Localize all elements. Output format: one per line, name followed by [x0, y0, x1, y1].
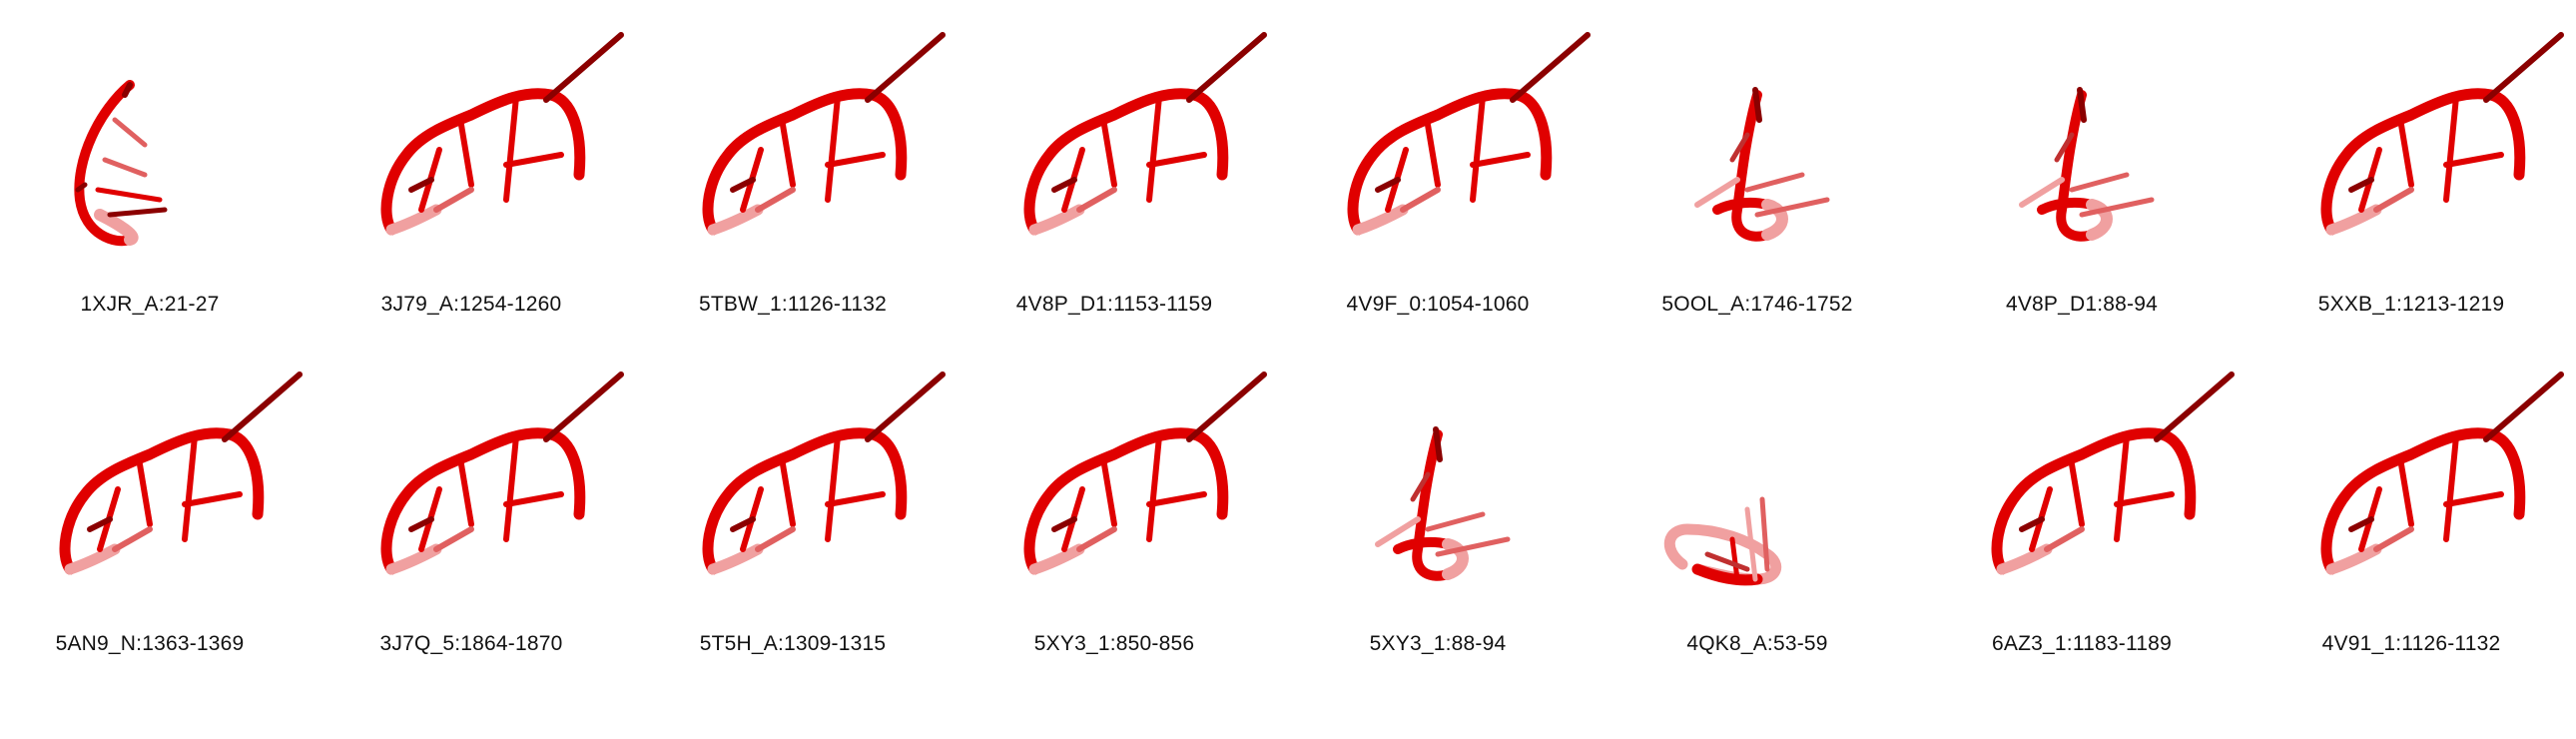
rna-structure-render: [2019, 87, 2155, 242]
structure-card: 3J79_A:1254-1260: [322, 10, 624, 340]
structure-label: 6AZ3_1:1183-1189: [1992, 632, 2172, 655]
structure-card: 5XXB_1:1213-1219: [2261, 10, 2564, 340]
structure-label: 4QK8_A:53-59: [1686, 632, 1828, 655]
rna-structure-render: [1375, 426, 1511, 581]
structure-card: 4V8P_D1:88-94: [1932, 10, 2232, 340]
rna-structure-render: [1991, 371, 2235, 575]
structure-label: 5XY3_1:88-94: [1369, 632, 1507, 655]
structure-card: 4V91_1:1126-1132: [2261, 350, 2564, 679]
rna-structure-render: [59, 371, 303, 575]
structure-label: 1XJR_A:21-27: [80, 293, 220, 316]
rna-structure-render: [1023, 32, 1267, 236]
rna-structure-render: [380, 32, 624, 236]
rna-structure-render: [2320, 371, 2564, 575]
structure-label: 3J7Q_5:1864-1870: [379, 632, 563, 655]
rna-structure-render: [1347, 32, 1591, 236]
rna-structure-render: [702, 371, 946, 575]
structure-label: 4V91_1:1126-1132: [2321, 632, 2501, 655]
structure-label: 5XY3_1:850-856: [1033, 632, 1195, 655]
rna-structure-render: [1023, 371, 1267, 575]
rna-structure-render: [74, 80, 168, 247]
structure-card: 5OOL_A:1746-1752: [1608, 10, 1907, 340]
structure-card: 5XY3_1:850-856: [965, 350, 1267, 679]
structure-label: 4V8P_D1:88-94: [2005, 293, 2159, 316]
rna-structure-render: [380, 371, 624, 575]
structure-card: 4V8P_D1:1153-1159: [965, 10, 1267, 340]
structure-card: 5TBW_1:1126-1132: [643, 10, 946, 340]
rna-structure-render: [1663, 496, 1782, 586]
structure-card: 5AN9_N:1363-1369: [0, 350, 303, 679]
rna-structure-render: [2320, 32, 2564, 236]
structure-card: 5XY3_1:88-94: [1288, 350, 1588, 679]
structure-label: 4V9F_0:1054-1060: [1346, 293, 1530, 316]
structure-label: 5T5H_A:1309-1315: [699, 632, 887, 655]
structure-label: 5OOL_A:1746-1752: [1661, 293, 1853, 316]
structure-label: 5AN9_N:1363-1369: [55, 632, 245, 655]
structure-label: 5TBW_1:1126-1132: [698, 293, 888, 316]
structure-card: 4QK8_A:53-59: [1608, 350, 1907, 679]
structure-card: 5T5H_A:1309-1315: [643, 350, 946, 679]
rna-structure-render: [1694, 87, 1830, 242]
rna-structure-render: [702, 32, 946, 236]
structure-card: 4V9F_0:1054-1060: [1288, 10, 1591, 340]
structure-card: 3J7Q_5:1864-1870: [322, 350, 624, 679]
structure-card: 6AZ3_1:1183-1189: [1932, 350, 2235, 679]
structure-label: 3J79_A:1254-1260: [380, 293, 562, 316]
structure-label: 4V8P_D1:1153-1159: [1015, 293, 1213, 316]
structure-card: 1XJR_A:21-27: [0, 10, 300, 340]
structure-label: 5XXB_1:1213-1219: [2317, 293, 2505, 316]
